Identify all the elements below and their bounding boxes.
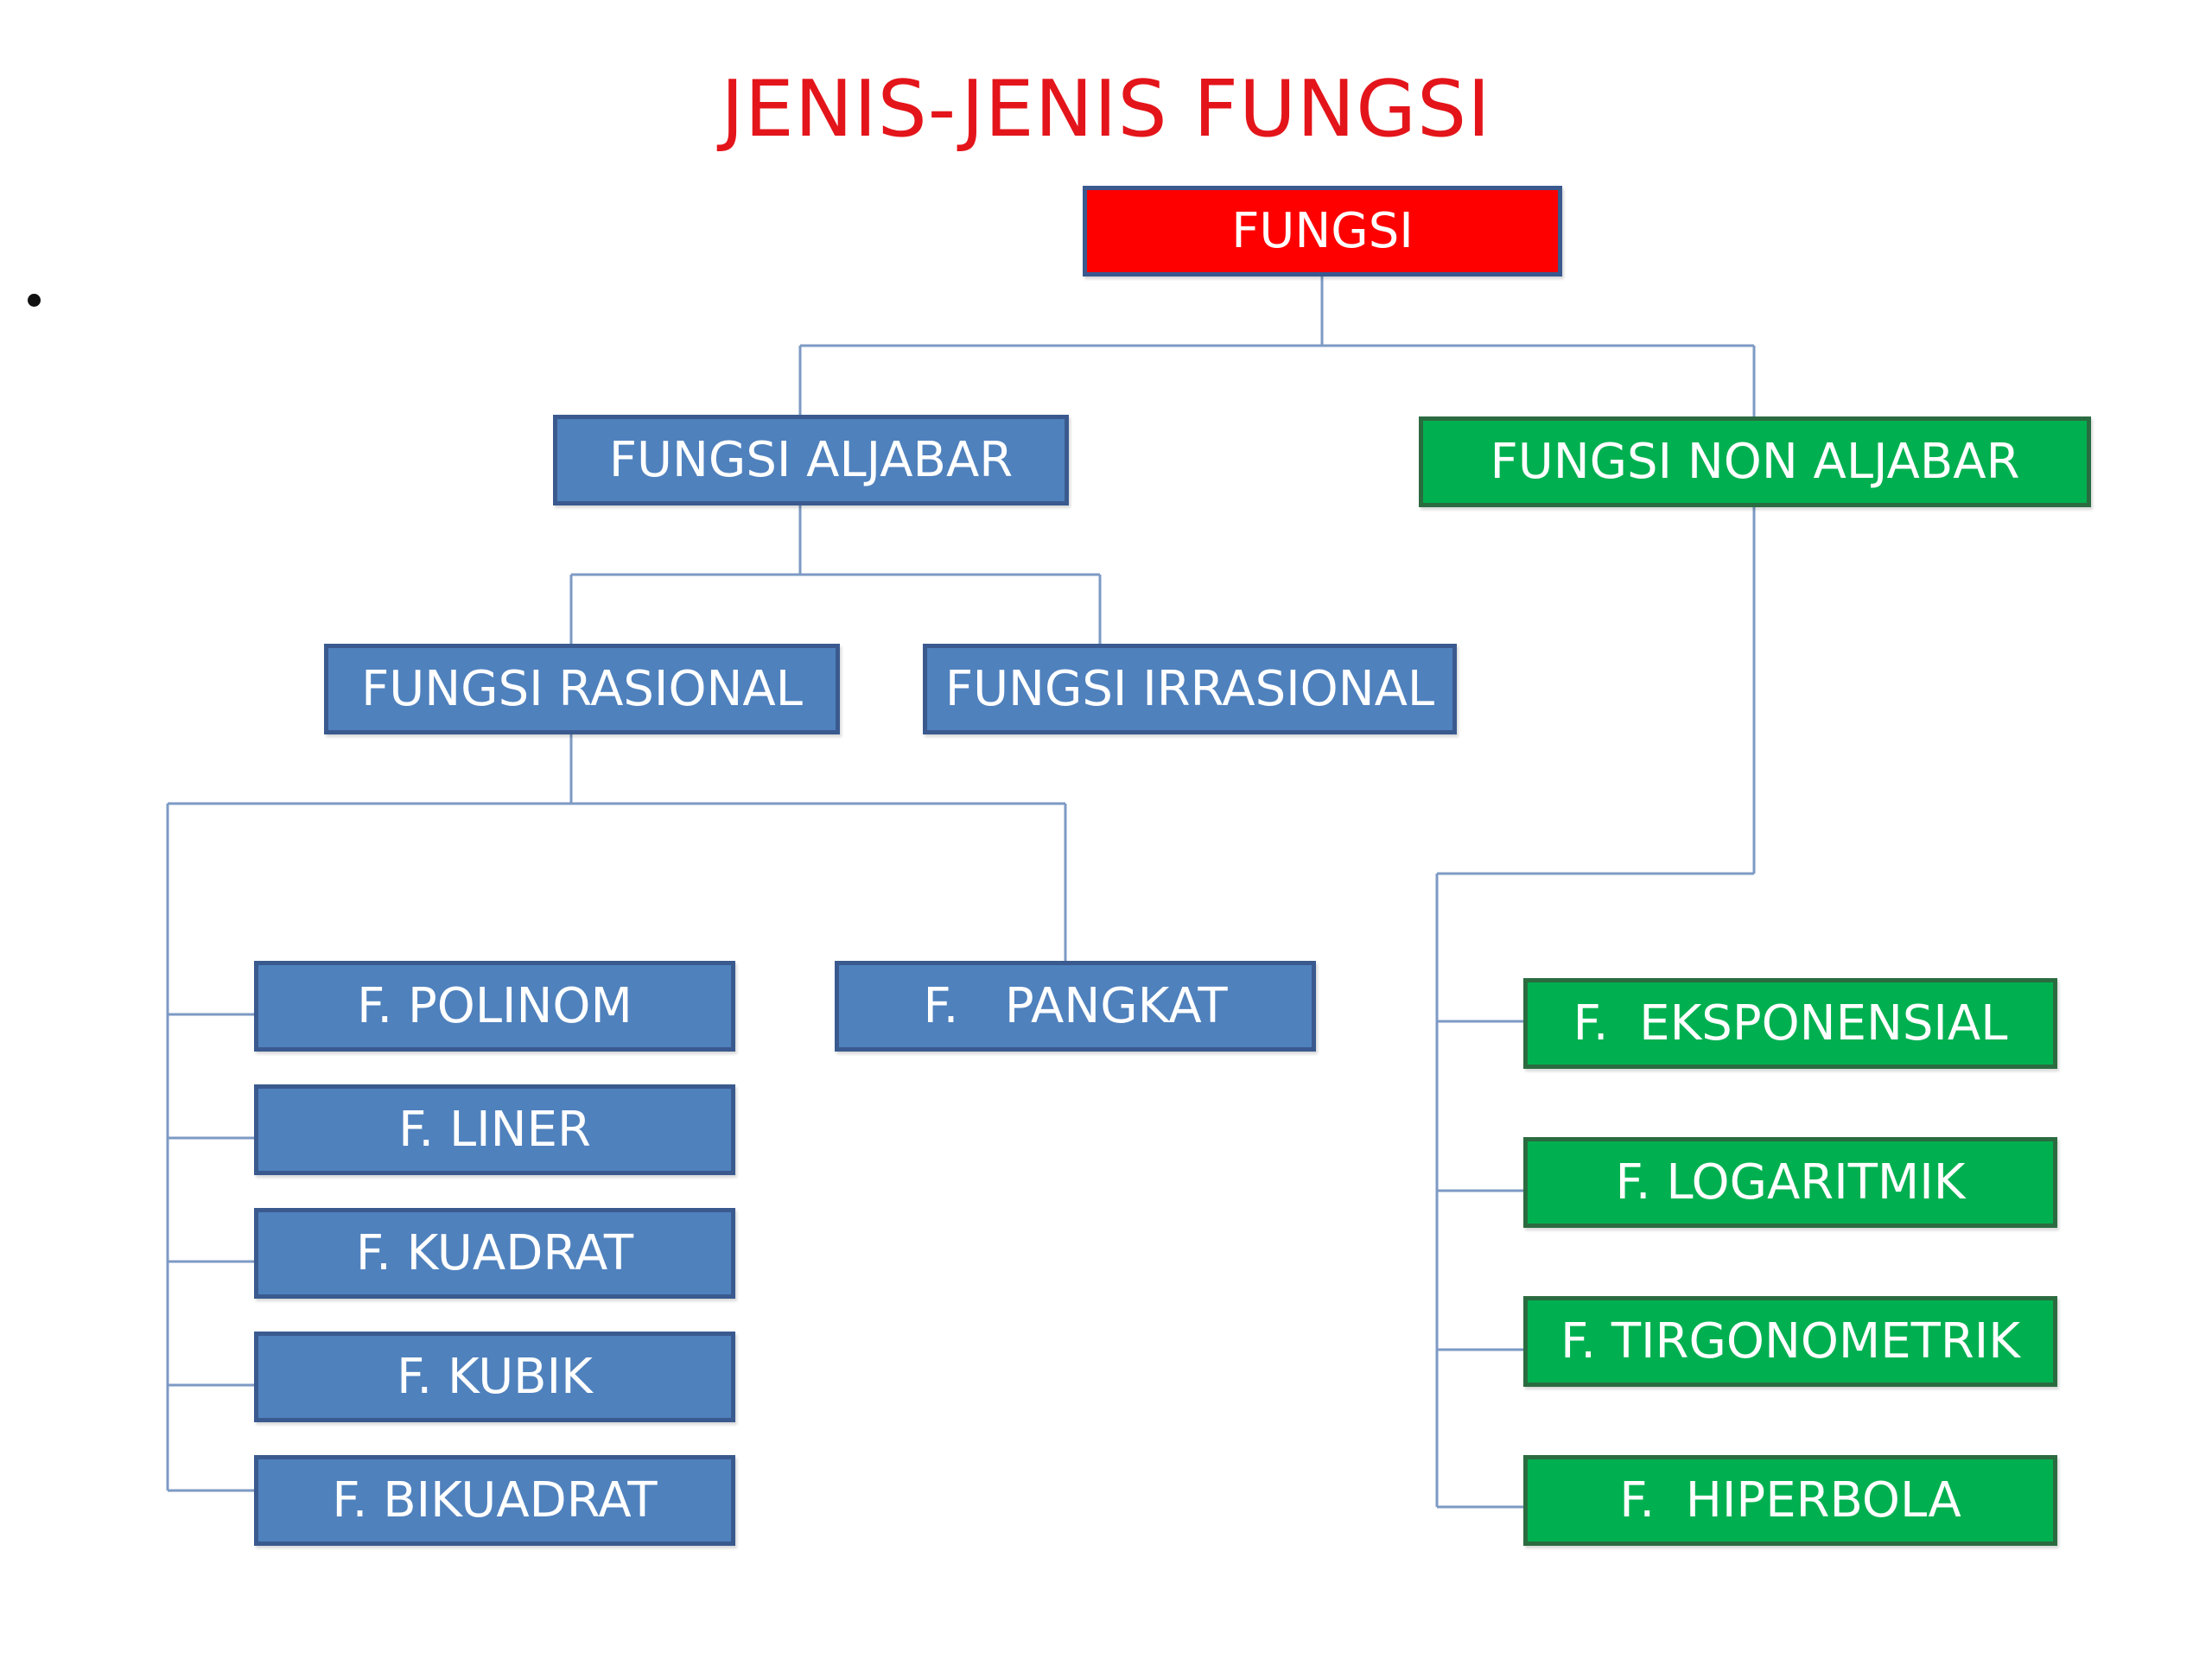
connector-rasional-branches [168,1013,256,1492]
connector-root-to-level1 [798,276,1756,416]
diagram-title: JENIS-JENIS FUNGSI [721,64,1491,155]
node-f-polinom: F. POLINOM [254,961,735,1052]
node-f-bikuadrat-label: F. BIKUADRAT [332,1472,658,1529]
node-f-bikuadrat: F. BIKUADRAT [254,1455,735,1546]
node-fungsi-rasional-label: FUNGSI RASIONAL [361,661,803,717]
node-fungsi-aljabar: FUNGSI ALJABAR [553,415,1069,505]
node-f-kuadrat: F. KUADRAT [254,1208,735,1299]
node-f-pangkat-label: F. PANGKAT [923,978,1228,1034]
node-fungsi-non-aljabar: FUNGSI NON ALJABAR [1419,416,2091,507]
node-f-liner-label: F. LINER [398,1102,591,1158]
node-fungsi-aljabar-label: FUNGSI ALJABAR [608,432,1014,488]
connector-rasional-to-children [166,734,1067,1491]
node-f-polinom-label: F. POLINOM [357,978,632,1034]
connector-aljabar-to-children [569,505,1102,645]
node-fungsi-irrasional-label: FUNGSI IRRASIONAL [944,661,1435,717]
node-fungsi-label: FUNGSI [1231,203,1414,259]
node-f-hiperbola-label: F. HIPERBOLA [1619,1472,1961,1529]
node-f-hiperbola: F. HIPERBOLA [1523,1455,2057,1546]
node-fungsi-rasional: FUNGSI RASIONAL [324,644,840,734]
node-f-kubik-label: F. KUBIK [397,1349,593,1405]
node-f-kubik: F. KUBIK [254,1332,735,1422]
bullet-dot [28,294,41,307]
node-f-kuadrat-label: F. KUADRAT [355,1225,634,1281]
node-f-logaritmik: F. LOGARITMIK [1523,1137,2057,1228]
node-f-liner: F. LINER [254,1084,735,1175]
node-fungsi-irrasional: FUNGSI IRRASIONAL [923,644,1457,734]
node-fungsi: FUNGSI [1083,186,1562,276]
node-f-eksponensial-label: F. EKSPONENSIAL [1573,995,2008,1052]
node-fungsi-non-aljabar-label: FUNGSI NON ALJABAR [1490,434,2020,490]
node-f-pangkat: F. PANGKAT [835,961,1316,1052]
node-f-tirgonometrik-label: F. TIRGONOMETRIK [1560,1313,2020,1370]
connector-nonaljabar-branches [1437,1020,1525,1509]
node-f-logaritmik-label: F. LOGARITMIK [1615,1154,1966,1211]
node-f-eksponensial: F. EKSPONENSIAL [1523,978,2057,1069]
node-f-tirgonometrik: F. TIRGONOMETRIK [1523,1296,2057,1387]
